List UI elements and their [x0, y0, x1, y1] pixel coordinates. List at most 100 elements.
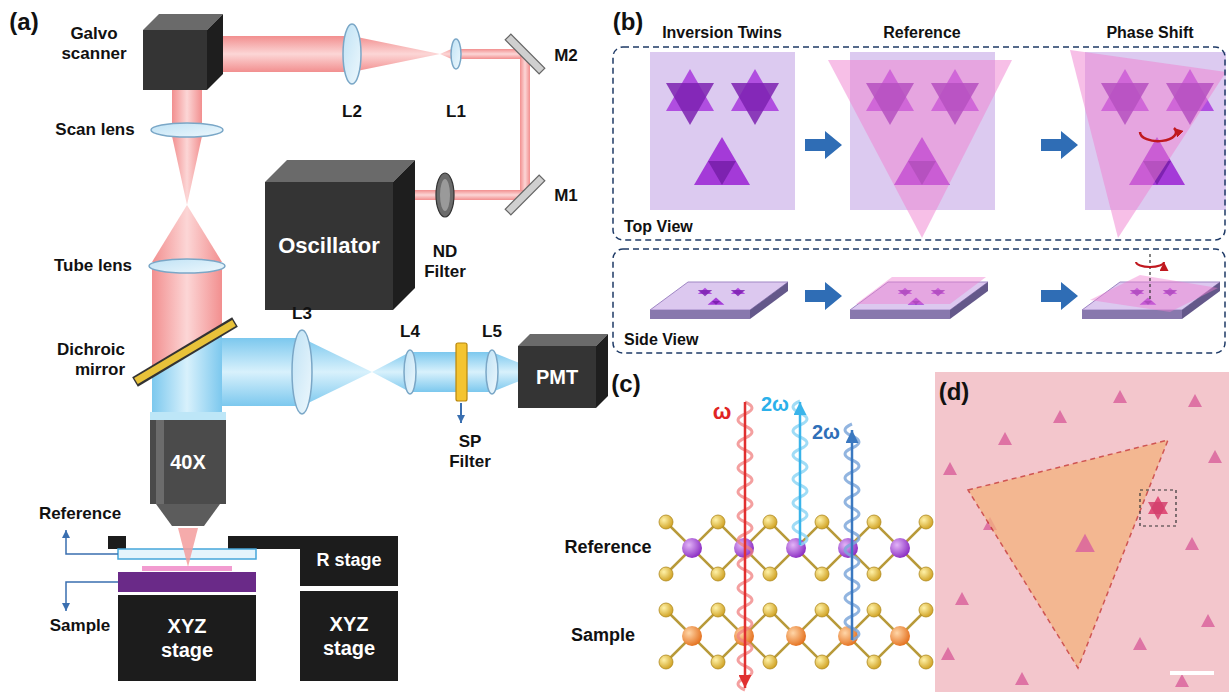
metal-atom — [786, 626, 806, 646]
xyz-stage: XYZ stage — [300, 591, 398, 681]
part-label: Reference — [39, 504, 121, 524]
sp-filter-symbol — [456, 343, 467, 423]
light-wave — [799, 402, 802, 545]
xyz-stage-shape — [118, 595, 256, 681]
view-panel-shape — [613, 249, 1225, 353]
xyz-stage-shape — [118, 595, 256, 681]
filter-label: ND Filter — [419, 242, 471, 283]
mirror-symbol — [505, 34, 545, 215]
panel-heading: Top View — [624, 217, 693, 236]
optical-micrograph — [1053, 410, 1067, 423]
rotation-arrow — [1140, 128, 1176, 141]
laser-oscillator-shape — [393, 160, 415, 310]
metal-atom — [682, 538, 910, 558]
optical-micrograph — [1140, 490, 1176, 526]
pmt-detector: PMT — [518, 334, 608, 408]
view-panel-shape — [612, 46, 1226, 241]
laser-oscillator-shape — [265, 182, 393, 310]
reference-flake — [828, 60, 1012, 238]
sulfur-atom — [659, 603, 673, 617]
lens-label: L3 — [292, 304, 312, 324]
shg-beam — [410, 352, 492, 392]
excitation-beam — [172, 136, 202, 205]
sample-holder — [118, 572, 256, 592]
mirror-label: M1 — [554, 186, 578, 206]
part-label: Sample — [50, 616, 110, 636]
layer-label: Sample — [571, 625, 635, 647]
optical-micrograph — [1015, 672, 1029, 685]
sulfur-atom — [919, 515, 933, 529]
dichroic-mirror-symbol — [135, 322, 235, 382]
galvo-scanner-shape — [143, 30, 207, 90]
sulfur-atom — [867, 603, 881, 617]
component-label: Oscillator — [278, 233, 379, 259]
light-wave — [793, 401, 807, 545]
optical-micrograph — [943, 462, 957, 475]
pmt-detector-shape — [518, 346, 596, 408]
view-panel-shape — [612, 248, 1226, 354]
metal-atom — [682, 626, 910, 646]
shg-beam — [222, 338, 302, 406]
component-label: Galvo scanner — [51, 24, 137, 65]
optical-micrograph — [1188, 394, 1202, 407]
reference-flake — [856, 275, 1218, 312]
excitation-beam — [152, 36, 530, 414]
substrate-slab — [650, 310, 750, 319]
lens-symbol — [151, 123, 223, 137]
filter-label: SP Filter — [444, 432, 496, 473]
crystal-flake — [698, 288, 712, 296]
light-wave — [744, 402, 747, 688]
nd-filter-symbol — [440, 179, 450, 211]
objective-lens-shape — [156, 420, 164, 504]
sulfur-atom — [867, 655, 881, 669]
light-wave — [851, 430, 854, 640]
galvo-scanner: Galvo scanner — [143, 14, 223, 90]
component-label: XYZ stage — [314, 612, 384, 660]
crystal-flake — [666, 69, 714, 125]
metal-atom — [682, 538, 702, 558]
mirror-label: M2 — [554, 46, 578, 66]
step-arrow — [1041, 282, 1078, 310]
frequency-label: ω — [713, 399, 732, 425]
view-panel-shape — [613, 47, 1225, 240]
step-arrow — [1041, 131, 1078, 159]
panel-letter: (b) — [613, 8, 644, 37]
sulfur-atom — [711, 655, 725, 669]
sulfur-atom — [867, 567, 881, 581]
sulfur-atom — [763, 655, 777, 669]
reference-flake — [1090, 275, 1218, 312]
metal-atom — [786, 538, 806, 558]
nd-filter-symbol — [436, 173, 454, 217]
xyz-stage-shape — [300, 591, 398, 681]
sulfur-atom — [815, 515, 829, 529]
excitation-beam — [352, 36, 440, 72]
sample-holder — [178, 528, 198, 567]
sulfur-atom — [919, 567, 933, 581]
sulfur-atom — [815, 603, 829, 617]
panel-letter: (c) — [611, 370, 640, 399]
lens-symbol — [486, 350, 498, 394]
sulfur-atom — [711, 515, 725, 529]
view-panel: Side View — [612, 248, 1226, 354]
lens-label: L4 — [400, 322, 420, 342]
reference-flake — [1070, 50, 1226, 238]
excitation-beam — [152, 205, 222, 262]
leader-line — [66, 530, 118, 554]
sulfur-atom — [763, 603, 777, 617]
optical-micrograph — [968, 440, 1168, 668]
sulfur-atom — [763, 567, 777, 581]
optical-micrograph — [998, 432, 1012, 445]
component-label: 40X — [170, 450, 206, 474]
step-heading: Inversion Twins — [662, 23, 782, 42]
sample-holder — [108, 536, 126, 549]
optical-micrograph — [935, 372, 1229, 692]
component-label: R stage — [316, 550, 381, 572]
mirror-symbol — [505, 175, 545, 215]
objective-lens-shape — [150, 420, 226, 504]
nd-filter-symbol — [436, 173, 454, 217]
laser-oscillator: Oscillator — [265, 160, 415, 310]
sample-square — [650, 52, 795, 210]
galvo-scanner-shape — [207, 14, 223, 90]
